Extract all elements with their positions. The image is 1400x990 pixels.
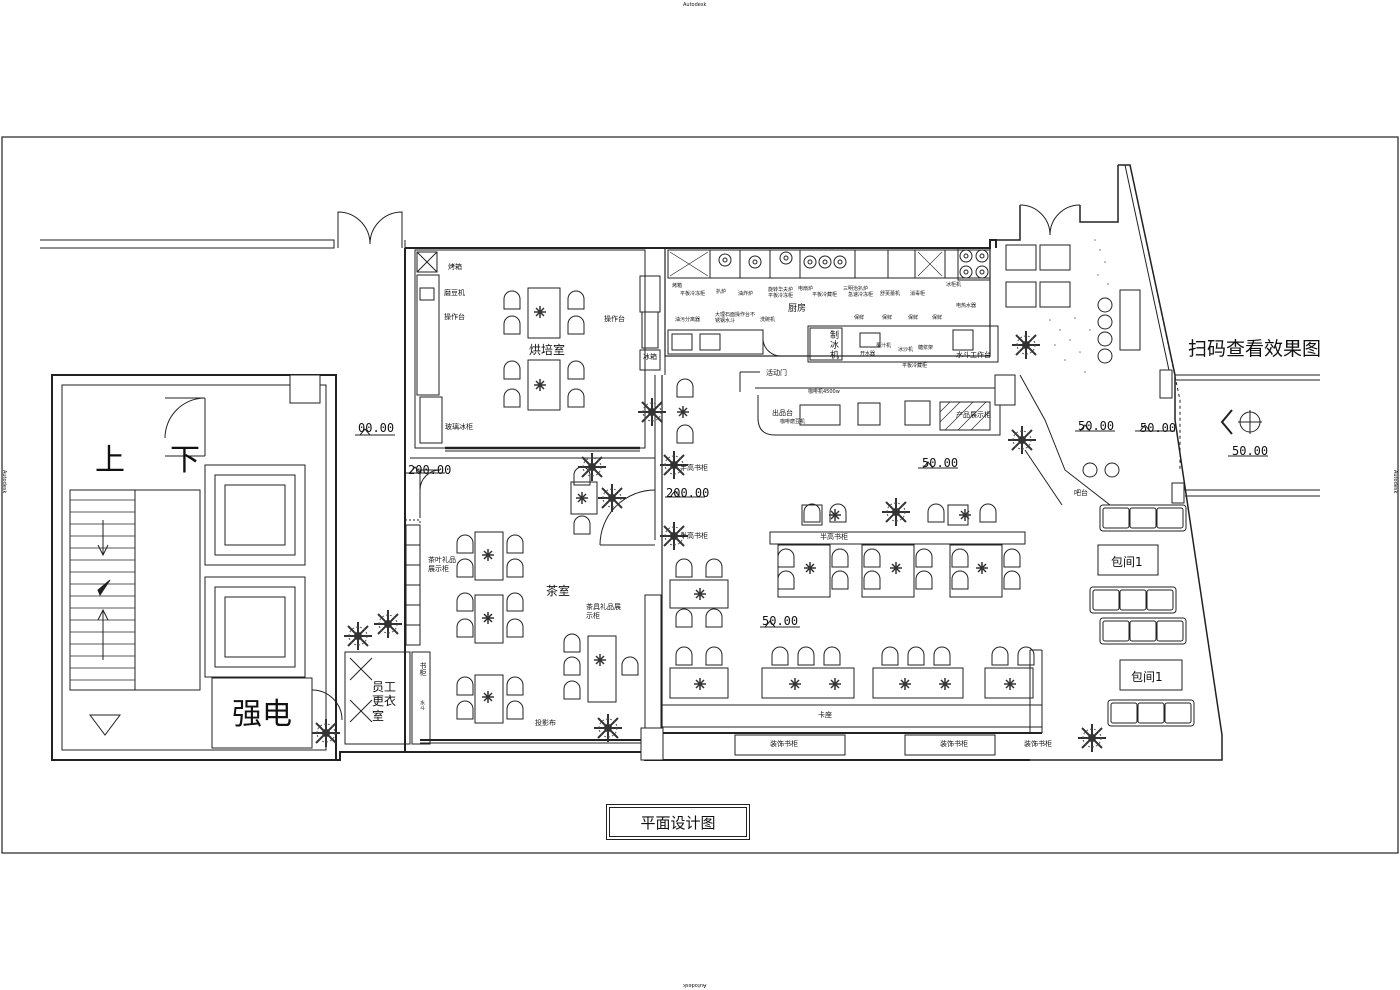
label-deco-shelf-1: 装饰书柜 bbox=[770, 740, 798, 748]
room-private2-label: 包间1 bbox=[1131, 670, 1163, 684]
room-staff-label: 员工更衣室 bbox=[372, 680, 397, 723]
kitchen-small-c: 冰沙机 bbox=[898, 347, 914, 353]
kitchen-equip-15: 保鲜 bbox=[908, 315, 919, 321]
level-mark-5: 50.00 bbox=[762, 614, 799, 628]
label-half-shelf-3: 半高书柜 bbox=[820, 533, 848, 541]
kitchen-equip-2: 扒炉 bbox=[716, 289, 727, 295]
kitchen-equip-4: 旋转华夫炉 bbox=[768, 287, 794, 293]
label-half-shelf-2: 半高书柜 bbox=[680, 532, 708, 540]
level-mark-4: 50.00 bbox=[922, 456, 959, 470]
label-pickup: 出品台 bbox=[772, 409, 793, 417]
kitchen-equip-3: 油炸炉 bbox=[738, 291, 754, 297]
label-card-seat: 卡座 bbox=[818, 711, 832, 719]
label-book: 书柜 bbox=[419, 662, 427, 676]
room-kitchen-label: 厨房 bbox=[788, 304, 807, 314]
level-mark-7: 50.00 bbox=[1140, 421, 1177, 435]
label-fridge: 冰箱 bbox=[643, 353, 657, 361]
drawing-title: 平面设计图 bbox=[606, 804, 750, 840]
label-slide-door: 活动门 bbox=[766, 369, 787, 377]
label-deco-shelf-3: 装饰书柜 bbox=[1024, 740, 1052, 748]
kitchen-small-d: 糖浆架 bbox=[918, 345, 934, 351]
label-coffee-grinder: 咖啡磨豆机 bbox=[780, 419, 806, 425]
kitchen-equip-11: 消毒柜 bbox=[910, 291, 926, 297]
level-mark-8: 50.00 bbox=[1232, 444, 1269, 458]
kitchen-equip-5: 平板冷冻柜 bbox=[768, 293, 794, 299]
kitchen-equip-1: 平板冷冻柜 bbox=[680, 291, 706, 297]
room-electric-label: 强电 bbox=[232, 697, 292, 732]
watermark-right: Autodesk bbox=[1392, 470, 1398, 494]
label-teaware: 茶具礼品展示柜 bbox=[586, 603, 621, 621]
watermark-bottom: Autodesk bbox=[683, 982, 707, 988]
label-glass-fridge: 玻璃冰柜 bbox=[445, 423, 473, 431]
kitchen-equip-10: 舒芙蕾机 bbox=[880, 291, 901, 297]
kitchen-equip-13: 保鲜 bbox=[854, 315, 865, 321]
label-water-sink: 水斗 bbox=[419, 700, 425, 710]
kitchen-small-e: 平板冷藏柜 bbox=[902, 363, 928, 369]
room-private1-label: 包间1 bbox=[1111, 555, 1143, 569]
label-oven: 烤箱 bbox=[448, 263, 462, 271]
level-mark-1: 00.00 bbox=[358, 421, 395, 435]
label-oil-sep: 油污分离器 bbox=[675, 317, 701, 323]
label-bar: 吧台 bbox=[1074, 489, 1088, 497]
label-wash: 洗碗机 bbox=[760, 317, 776, 323]
label-grinder: 磨豆机 bbox=[444, 289, 465, 297]
label-coffee-machine: 咖啡机4500w bbox=[808, 389, 840, 395]
label-deco-shelf-2: 装饰书柜 bbox=[940, 740, 968, 748]
kitchen-small-a: 开水器 bbox=[860, 351, 876, 357]
kitchen-equip-0: 烤箱 bbox=[672, 283, 683, 289]
kitchen-equip-6: 电扇炉 bbox=[798, 286, 814, 292]
label-ice-maker: 制冰机 bbox=[830, 331, 840, 361]
kitchen-equip-9: 急速冷冻柜 bbox=[848, 292, 874, 298]
stair-up-label: 上 bbox=[95, 443, 125, 478]
watermark-left: Autodesk bbox=[1, 470, 7, 494]
qr-note: 扫码查看效果图 bbox=[1188, 338, 1322, 360]
label-worktable: 操作台 bbox=[444, 313, 465, 321]
room-tea-label: 茶室 bbox=[546, 584, 571, 598]
label-product-display: 产品展示柜 bbox=[956, 411, 991, 419]
label-half-shelf-1: 半高书柜 bbox=[680, 464, 708, 472]
label-worktable-2: 操作台 bbox=[604, 315, 625, 323]
label-projector: 投影布 bbox=[535, 719, 556, 727]
kitchen-equip-8: 三明治扒炉 bbox=[843, 286, 869, 292]
level-mark-2: 200.00 bbox=[408, 463, 452, 477]
level-mark-3: 200.00 bbox=[666, 486, 710, 500]
label-heater: 电热水器 bbox=[956, 303, 977, 309]
label-tea-gift: 茶叶礼品展示柜 bbox=[428, 556, 456, 574]
level-mark-6: 50.00 bbox=[1078, 419, 1115, 433]
kitchen-equip-12: 冰柜机 bbox=[946, 282, 962, 288]
kitchen-small-b: 果汁机 bbox=[876, 343, 892, 349]
room-bakery-label: 烘培室 bbox=[529, 343, 566, 357]
stair-down-label: 下 bbox=[170, 443, 200, 478]
watermark-top: Autodesk bbox=[683, 2, 707, 8]
label-sink-station: 水斗工作台 bbox=[956, 351, 991, 359]
label-stone-table: 大理石面操作台不锈钢水斗 bbox=[715, 312, 756, 324]
kitchen-equip-14: 保鲜 bbox=[882, 315, 893, 321]
kitchen-equip-16: 保鲜 bbox=[932, 315, 943, 321]
kitchen-equip-7: 平板冷藏柜 bbox=[812, 292, 838, 298]
